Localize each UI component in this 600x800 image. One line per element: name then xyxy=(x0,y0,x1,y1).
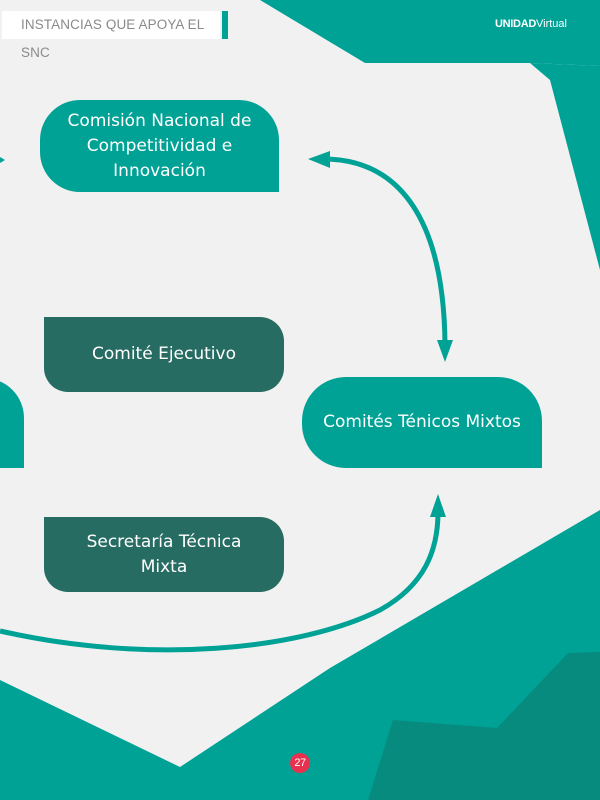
bg-shape-right xyxy=(530,63,600,270)
node-comite-ejecutivo: Comité Ejecutivo xyxy=(44,317,284,392)
section-title-accent xyxy=(222,11,228,39)
node-label: Comités Ténicos Mixtos xyxy=(323,412,521,432)
arrowhead-ctm-top xyxy=(437,340,453,362)
node-label: Secretaría Técnica Mixta xyxy=(86,531,242,577)
node-comision-nacional: Comisión Nacional de Competitividad e In… xyxy=(40,100,279,192)
arrowhead-cnci xyxy=(308,151,330,168)
brand-light: Virtual xyxy=(535,18,567,30)
node-label: Comisión Nacional de Competitividad e In… xyxy=(67,110,252,181)
section-title: INSTANCIAS QUE APOYA EL SNC xyxy=(2,11,220,60)
arrow-cnci-ctm xyxy=(324,156,448,346)
bg-shape-bottom-dark xyxy=(368,652,600,800)
bg-shape-top xyxy=(260,0,600,66)
left-arrow-tip xyxy=(0,157,5,163)
node-comites-tecnicos-mixtos: Comités Ténicos Mixtos xyxy=(302,377,542,468)
node-label: Comité Ejecutivo xyxy=(92,344,236,364)
brand-logo: UNIDADVirtual xyxy=(495,18,567,30)
node-secretaria-tecnica-mixta: Secretaría Técnica Mixta xyxy=(44,517,284,592)
page-number-badge: 27 xyxy=(290,753,310,773)
brand-bold: UNIDAD xyxy=(495,18,536,30)
arrowhead-ctm-bottom xyxy=(430,494,446,517)
arrow-left-ctm xyxy=(0,511,441,653)
